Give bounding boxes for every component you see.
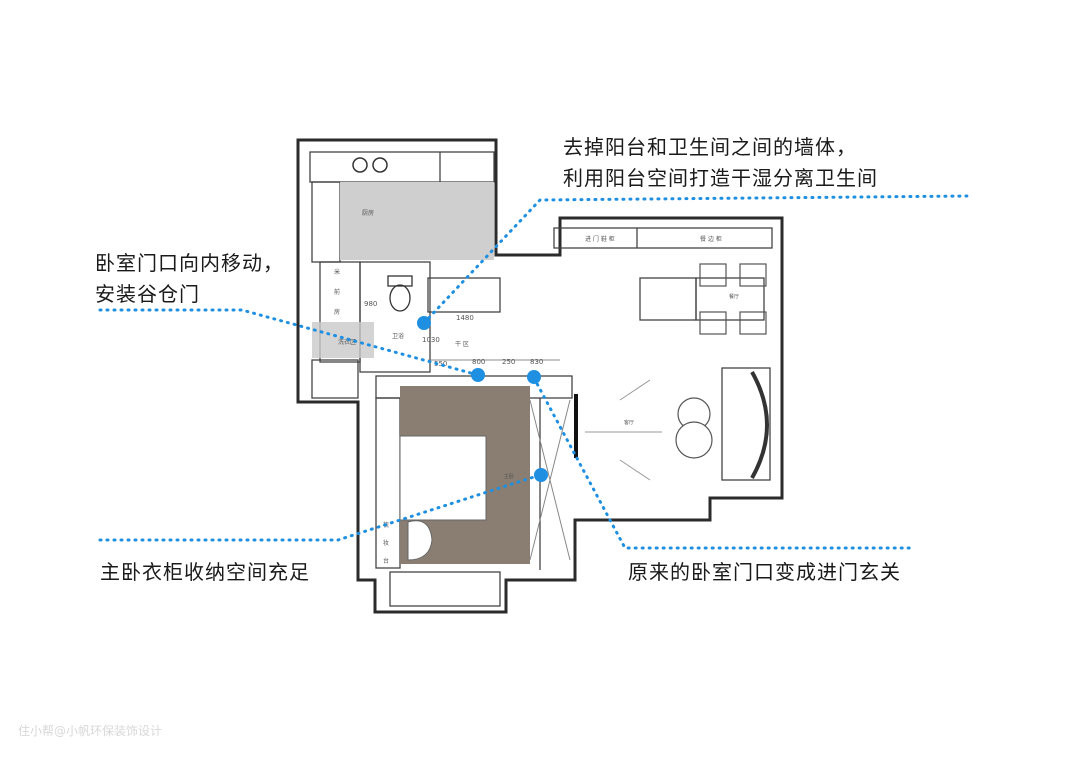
callout-balcony-wall-line1: 去掉阳台和卫生间之间的墙体， (563, 135, 857, 159)
wardrobe-guides (529, 399, 571, 561)
callout-entrance: 原来的卧室门口变成进门玄关 (628, 557, 901, 588)
label-entry-cabinet: 进 门 鞋 柜 (585, 235, 615, 243)
leader-bedroom-door (98, 308, 480, 377)
label-master-bedroom: 主卧 (504, 473, 514, 480)
living-guides (585, 379, 662, 481)
leader-entrance (532, 376, 912, 550)
label-vanity-3: 台 (383, 557, 389, 565)
label-display-cabinet: 餐 边 柜 (700, 235, 722, 243)
dim-980: 980 (364, 300, 377, 308)
callout-bedroom-door-line2: 安装谷仓门 (95, 282, 200, 306)
walls (296, 138, 784, 614)
callout-wardrobe: 主卧衣柜收纳空间充足 (100, 557, 310, 588)
callout-wardrobe-line1: 主卧衣柜收纳空间充足 (100, 560, 310, 584)
label-storage-2: 前 (334, 288, 340, 296)
leader-wardrobe (98, 473, 542, 542)
callout-balcony-wall: 去掉阳台和卫生间之间的墙体， 利用阳台空间打造干湿分离卫生间 (563, 132, 878, 194)
label-dry-area: 干 区 (455, 341, 469, 348)
label-bathroom: 卫浴 (392, 332, 404, 340)
dim-1030: 1030 (422, 336, 440, 344)
label-living: 客厅 (624, 419, 634, 426)
kitchen-floor (340, 182, 494, 260)
bed (399, 435, 487, 521)
label-laundry: 洗衣区 (338, 338, 356, 346)
leader-lines (98, 194, 970, 550)
marker-balcony-wall (417, 316, 431, 330)
markers (417, 316, 548, 482)
dim-550: 550 (434, 360, 447, 368)
dim-250: 250 (502, 358, 515, 366)
dim-830: 830 (530, 358, 543, 366)
dim-1480: 1480 (456, 314, 474, 322)
callout-bedroom-door: 卧室门口向内移动， 安装谷仓门 (95, 248, 284, 310)
sofa (750, 371, 769, 479)
marker-wardrobe (534, 468, 548, 482)
dining-chairs (699, 263, 767, 335)
dim-800: 800 (472, 358, 485, 366)
watermark: 住小帮@小帆环保装饰设计 (18, 724, 163, 738)
marker-entrance (527, 370, 541, 384)
label-storage-1: 米 (334, 268, 340, 276)
stove-icon (352, 157, 388, 173)
callout-balcony-wall-line2: 利用阳台空间打造干湿分离卫生间 (563, 166, 878, 190)
leader-balcony-wall (422, 194, 970, 325)
label-storage-3: 房 (334, 308, 340, 316)
label-dining: 餐厅 (729, 293, 739, 300)
toilet-icon (387, 275, 413, 312)
marker-bedroom-door (471, 368, 485, 382)
callout-entrance-line1: 原来的卧室门口变成进门玄关 (628, 560, 901, 584)
label-kitchen: 厨房 (362, 209, 374, 217)
laundry-floor (312, 322, 374, 358)
label-vanity-2: 妆 (383, 539, 389, 547)
coffee-tables (675, 397, 713, 459)
callout-bedroom-door-line1: 卧室门口向内移动， (95, 251, 284, 275)
vanity-chair (407, 520, 433, 561)
